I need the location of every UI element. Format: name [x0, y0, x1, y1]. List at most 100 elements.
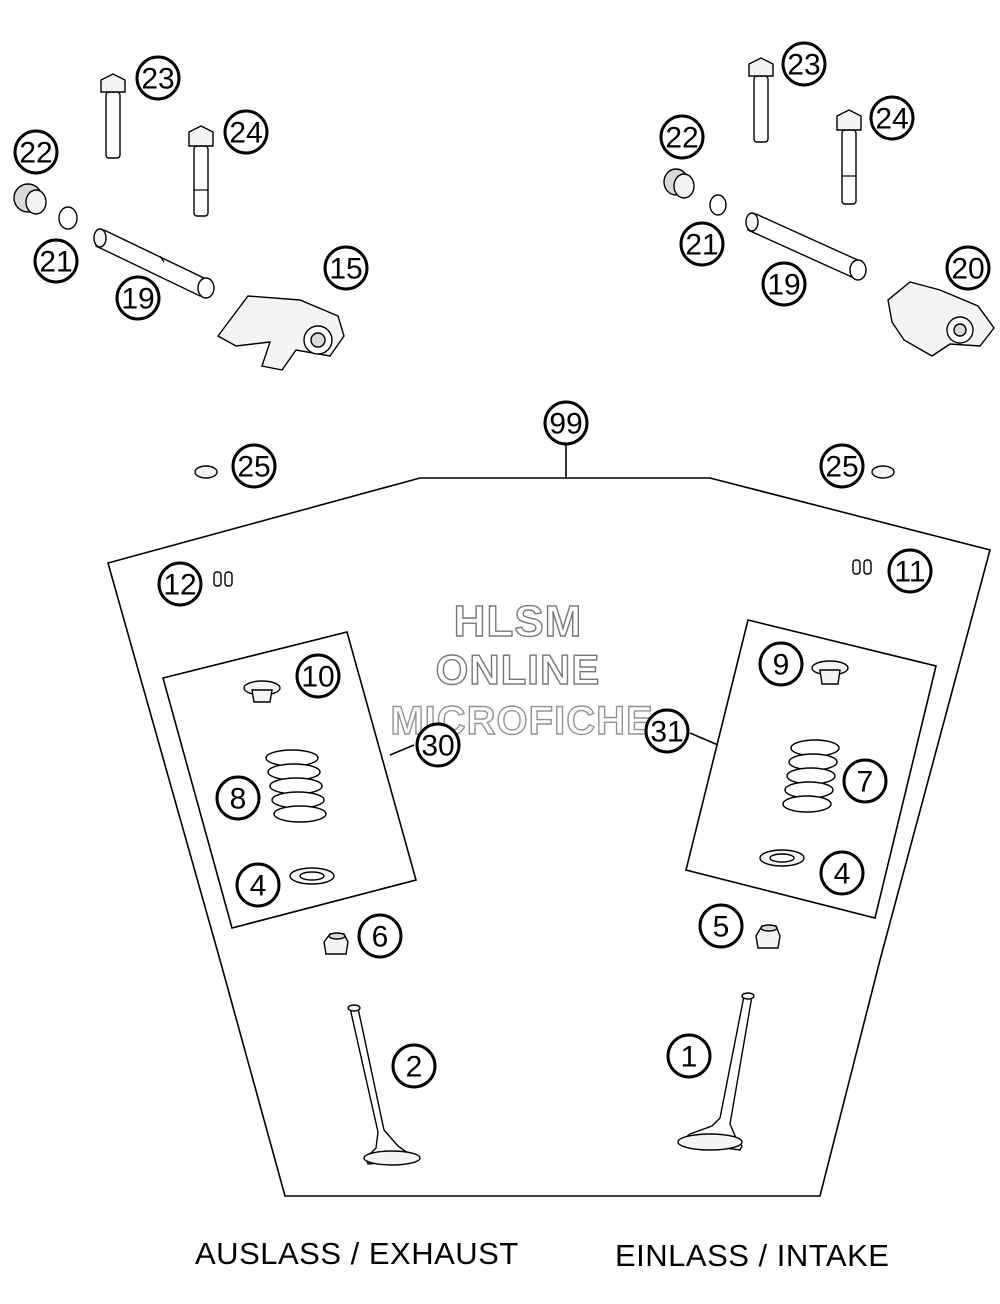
valve-stem-seal-part: [323, 932, 349, 955]
callout-circle: [295, 653, 341, 699]
callout-number: 2: [406, 1051, 423, 1084]
callout-circle: [323, 245, 369, 291]
callout-number: 20: [951, 253, 984, 286]
callout-number: 7: [857, 766, 874, 799]
callout-c20: 20: [945, 245, 991, 291]
callout-number: 9: [773, 649, 790, 682]
callout-number: 24: [229, 117, 262, 150]
callout-c9: 9: [758, 641, 804, 687]
spring-retainer-part: [243, 680, 281, 703]
callout-number: 22: [19, 137, 52, 170]
short-bolt-part: [836, 109, 862, 205]
o-ring-part: [58, 206, 78, 230]
callout-number: 11: [894, 556, 925, 589]
callout-number: 5: [713, 911, 730, 944]
callout-circle: [357, 913, 403, 959]
callout-number: 30: [421, 730, 454, 763]
callout-c30: 30: [415, 722, 461, 768]
long-bolt-part: [748, 57, 774, 143]
watermark-line-2: ONLINE: [436, 646, 601, 693]
callout-circle: [819, 443, 865, 489]
callout-c19-right: 19: [761, 261, 807, 307]
callout-circle: [842, 758, 888, 804]
rocker-shaft-part: [745, 212, 867, 281]
valve-keeper-part: [852, 559, 872, 575]
callout-circle: [781, 41, 827, 87]
callout-c15: 15: [323, 245, 369, 291]
callout-circle: [666, 1033, 712, 1079]
callout-c99: 99: [543, 400, 589, 446]
plug-part: [13, 183, 47, 215]
valve-spring-part: [265, 749, 327, 823]
callout-circle: [415, 722, 461, 768]
short-bolt-part: [188, 125, 214, 217]
callout-c5: 5: [698, 903, 744, 949]
callout-circle: [761, 261, 807, 307]
callout-number: 4: [250, 870, 267, 903]
callout-circle: [231, 443, 277, 489]
callout-circle: [215, 775, 261, 821]
callout-number: 99: [549, 408, 582, 441]
callout-c19-left: 19: [115, 275, 161, 321]
callout-number: 21: [39, 246, 72, 279]
callout-leader: [389, 744, 415, 756]
callout-circle: [698, 903, 744, 949]
callout-c24-right: 24: [869, 95, 915, 141]
watermark-line-1: HLSM: [454, 597, 583, 646]
callout-number: 25: [825, 451, 858, 484]
callout-circle: [135, 55, 181, 101]
spring-seat-part: [759, 849, 805, 867]
valve-stem-seal-part: [755, 924, 781, 949]
kit-outline: [107, 477, 991, 1197]
callout-c2: 2: [391, 1043, 437, 1089]
callout-circle: [115, 275, 161, 321]
spring-retainer-part: [811, 660, 849, 685]
valve-keeper-part: [213, 571, 233, 587]
callout-circle: [13, 129, 59, 175]
callout-circle: [391, 1043, 437, 1089]
spring-seat-part: [289, 867, 335, 885]
callout-number: 23: [141, 63, 174, 96]
callout-c1: 1: [666, 1033, 712, 1079]
callout-leader: [689, 732, 719, 746]
intake-valve-part: [677, 992, 755, 1151]
callout-c23-left: 23: [135, 55, 181, 101]
exhaust-label: AUSLASS / EXHAUST: [195, 1236, 519, 1271]
callout-circle: [869, 95, 915, 141]
callout-c22-left: 22: [13, 129, 59, 175]
callout-c21-right: 21: [679, 221, 725, 267]
callout-c24-left: 24: [223, 109, 269, 155]
callout-circle: [543, 400, 589, 446]
callout-circle: [223, 109, 269, 155]
callout-number: 31: [650, 716, 683, 749]
exhaust-spring-kit-box: [162, 631, 417, 929]
callout-circle: [235, 862, 281, 908]
o-ring-part: [709, 194, 727, 216]
rocker-shaft-part: [93, 228, 215, 299]
callout-number: 22: [665, 122, 698, 155]
callout-number: 8: [230, 783, 247, 816]
callout-number: 12: [163, 569, 196, 602]
valve-spring-part: [782, 739, 840, 813]
callout-circle: [659, 114, 705, 160]
shim-part: [871, 465, 895, 479]
callout-circle: [945, 245, 991, 291]
callout-number: 4: [834, 858, 851, 891]
callout-number: 23: [787, 49, 820, 82]
plug-part: [663, 168, 695, 199]
callout-c4-right: 4: [819, 850, 865, 896]
callout-c22-right: 22: [659, 114, 705, 160]
callout-c23-right: 23: [781, 41, 827, 87]
callout-number: 6: [372, 921, 389, 954]
callout-number: 15: [329, 253, 362, 286]
callout-circle: [758, 641, 804, 687]
callout-c21-left: 21: [33, 238, 79, 284]
callout-number: 24: [875, 103, 908, 136]
callout-circle: [33, 238, 79, 284]
callout-circle: [644, 708, 690, 754]
callout-c10: 10: [295, 653, 341, 699]
callout-number: 21: [685, 229, 718, 262]
shim-part: [194, 465, 218, 479]
intake-spring-kit-box: [685, 619, 937, 919]
